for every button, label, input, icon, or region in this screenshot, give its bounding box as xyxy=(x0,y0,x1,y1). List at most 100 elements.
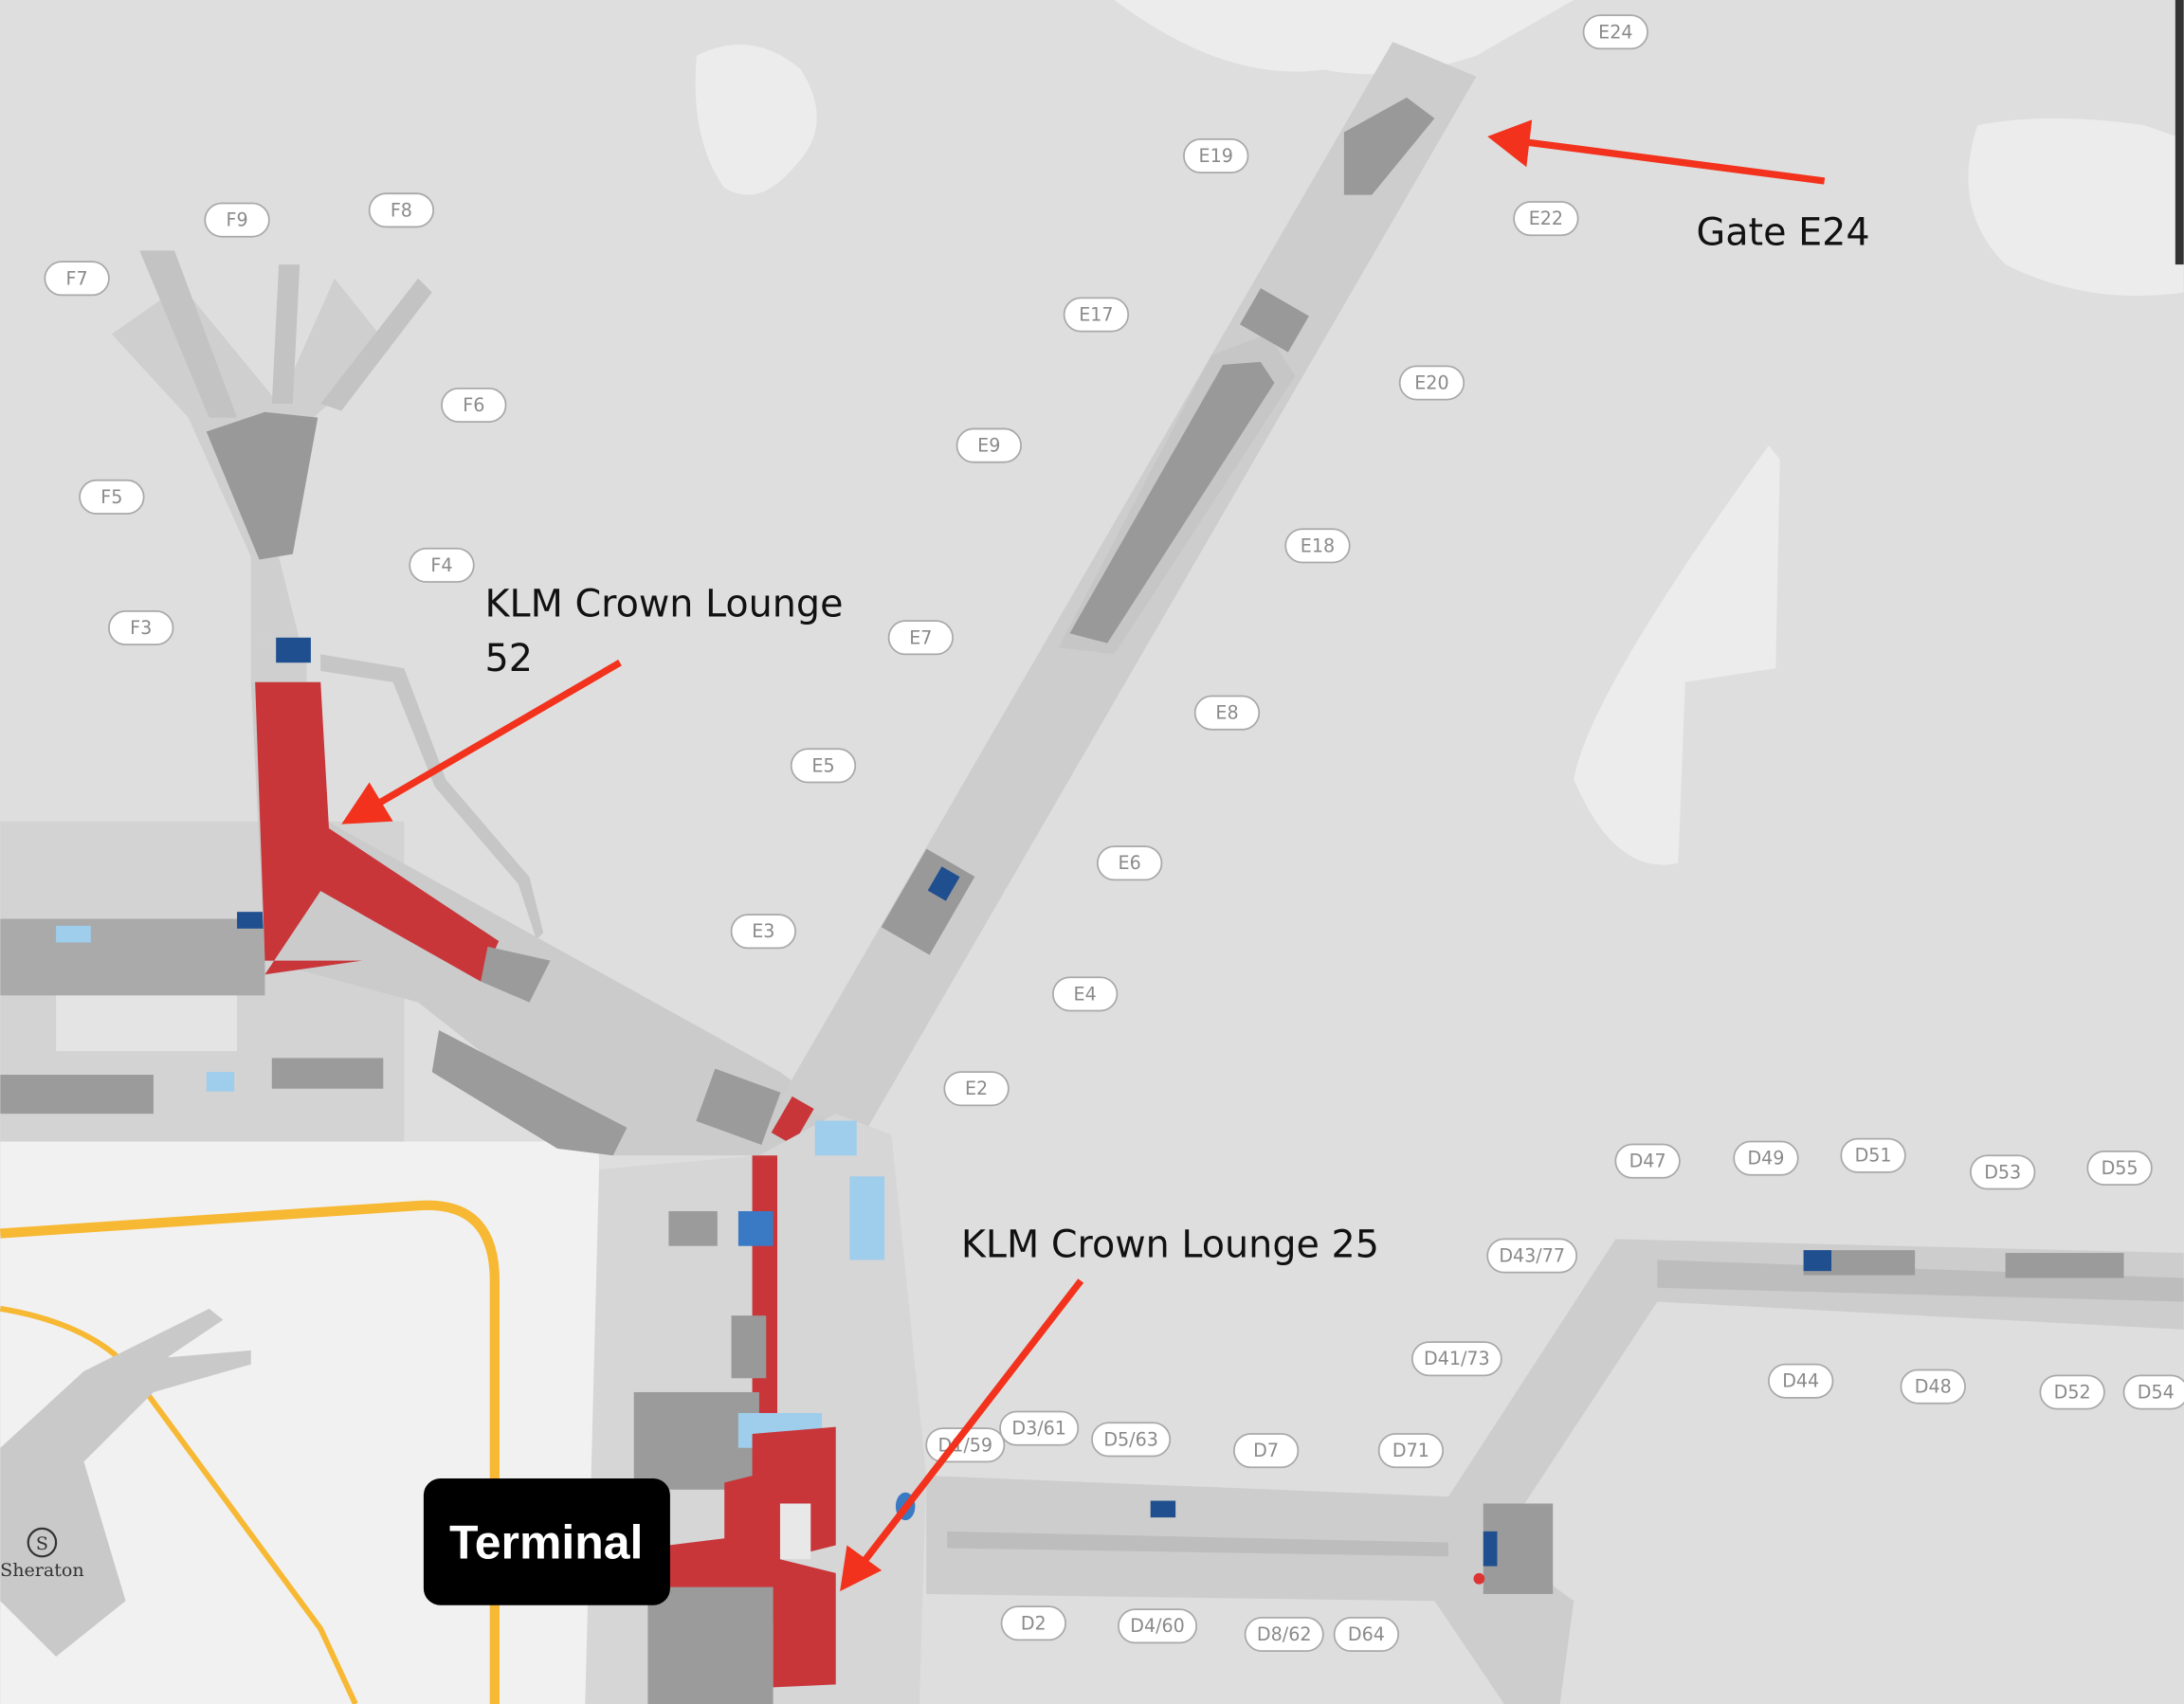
gate-label-f6: F6 xyxy=(441,387,507,423)
gate-text: D53 xyxy=(1984,1161,2021,1183)
gate-pill xyxy=(1232,1433,1300,1469)
gate-text: D51 xyxy=(1855,1145,1892,1167)
gate-text: F6 xyxy=(463,394,484,416)
gate-pill xyxy=(1183,138,1249,174)
klm-crown-lounge-25 xyxy=(668,1426,836,1688)
gate-text: D5/63 xyxy=(1103,1428,1158,1450)
terminal-label: Terminal xyxy=(449,1516,643,1569)
gate-pill xyxy=(1970,1154,2036,1190)
pier-e xyxy=(771,42,1477,1146)
gate-label-d48: D48 xyxy=(1900,1369,1966,1405)
gate-pill xyxy=(999,1410,1080,1446)
terminal-badge: Terminal xyxy=(423,1478,670,1605)
gate-pill xyxy=(1118,1608,1198,1644)
gate-text: E2 xyxy=(965,1078,988,1099)
gate-label-e18: E18 xyxy=(1284,528,1351,564)
gate-pill xyxy=(1051,976,1119,1012)
pier-f xyxy=(111,250,544,940)
gate-text: E19 xyxy=(1199,145,1233,167)
pier-d xyxy=(926,1239,2184,1704)
gate-label-e7: E7 xyxy=(887,620,954,656)
svg-text:S: S xyxy=(36,1532,48,1554)
gate-text: E22 xyxy=(1529,208,1563,229)
gate-pill xyxy=(1000,1605,1066,1641)
gate-pill xyxy=(730,914,796,950)
gate-label-d43-77: D43/77 xyxy=(1486,1238,1578,1274)
gate-text: F8 xyxy=(391,199,412,221)
arrow-to-e24-icon xyxy=(1487,119,1826,185)
gate-text: F9 xyxy=(226,209,247,231)
gate-pill xyxy=(1768,1363,1834,1399)
gate-pill xyxy=(1900,1369,1966,1405)
gate-text: D7 xyxy=(1253,1440,1279,1461)
gate-label-f5: F5 xyxy=(79,479,145,515)
gate-label-e2: E2 xyxy=(943,1071,1010,1107)
gate-label-e22: E22 xyxy=(1513,201,1579,237)
gate-pill xyxy=(409,547,475,583)
gate-label-d47: D47 xyxy=(1614,1143,1681,1179)
terminal-central xyxy=(585,1114,975,1704)
gate-pill xyxy=(943,1071,1010,1107)
gate-pill xyxy=(956,427,1022,463)
gate-text: E6 xyxy=(1119,852,1141,874)
gate-label-f4: F4 xyxy=(409,547,475,583)
gate-text: D2 xyxy=(1021,1612,1046,1634)
gate-pill xyxy=(204,202,270,238)
gate-text: E7 xyxy=(909,626,932,648)
gate-text: E5 xyxy=(811,754,834,776)
gate-text: E4 xyxy=(1074,983,1097,1005)
gate-pill xyxy=(1582,14,1648,50)
gate-text: D71 xyxy=(1392,1440,1429,1461)
gate-pill xyxy=(1398,365,1465,401)
gate-text: E20 xyxy=(1414,372,1448,393)
gate-pill xyxy=(1614,1143,1681,1179)
gate-pill xyxy=(1284,528,1351,564)
arrow-to-lounge-25-icon xyxy=(840,1278,1084,1592)
gate-pill xyxy=(2086,1150,2153,1186)
gate-label-f7: F7 xyxy=(44,261,110,297)
sheraton-building: S Sheraton xyxy=(0,1308,251,1658)
gate-label-f9: F9 xyxy=(204,202,270,238)
gate-label-d64: D64 xyxy=(1333,1617,1400,1653)
gate-label-d55: D55 xyxy=(2086,1150,2153,1186)
gate-text: E18 xyxy=(1301,535,1335,556)
gate-pill xyxy=(79,479,145,515)
gate-pill xyxy=(1733,1140,1799,1176)
gate-pill xyxy=(108,609,174,646)
gate-pill xyxy=(368,192,435,228)
gate-label-d49: D49 xyxy=(1733,1140,1799,1176)
gate-text: D43/77 xyxy=(1499,1244,1565,1266)
gate-label-d71: D71 xyxy=(1377,1433,1445,1469)
gate-text: D48 xyxy=(1915,1376,1952,1398)
gate-pill xyxy=(2039,1374,2105,1410)
gate-label-d53: D53 xyxy=(1970,1154,2036,1190)
gate-text: E9 xyxy=(977,435,1000,457)
gate-pill xyxy=(1244,1617,1324,1653)
gate-text: E24 xyxy=(1598,21,1632,43)
gate-pill xyxy=(1193,695,1261,731)
gate-text: D64 xyxy=(1348,1623,1385,1645)
gate-pill xyxy=(1096,845,1163,881)
gate-pill xyxy=(1091,1422,1172,1458)
gate-pill xyxy=(1333,1617,1400,1653)
gate-pill xyxy=(1840,1137,1906,1173)
klm-crown-lounge-52 xyxy=(255,681,500,982)
gate-label-d44: D44 xyxy=(1768,1363,1834,1399)
gate-label-e4: E4 xyxy=(1051,976,1119,1012)
gate-label-d8-62: D8/62 xyxy=(1244,1617,1324,1653)
gate-text: D44 xyxy=(1782,1370,1819,1392)
gate-label-d2: D2 xyxy=(1000,1605,1066,1641)
gate-label-e19: E19 xyxy=(1183,138,1249,174)
gate-pill xyxy=(1410,1341,1502,1377)
gate-pill xyxy=(1486,1238,1578,1274)
gate-text: D52 xyxy=(2054,1381,2091,1403)
sheraton-logo-icon xyxy=(27,1527,58,1558)
gate-text: D8/62 xyxy=(1257,1623,1312,1645)
gate-label-d3-61: D3/61 xyxy=(999,1410,1080,1446)
gate-text: F3 xyxy=(130,617,152,639)
gate-label-f3: F3 xyxy=(108,609,174,646)
gate-text: D55 xyxy=(2102,1157,2138,1179)
